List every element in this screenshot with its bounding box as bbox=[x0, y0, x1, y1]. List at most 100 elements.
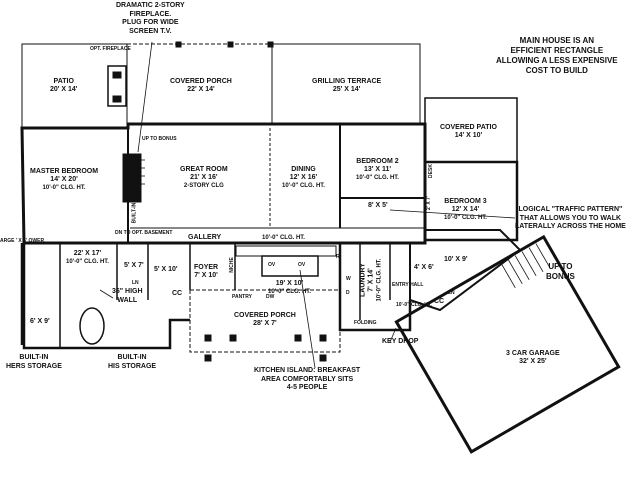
room-name: HALL bbox=[410, 282, 424, 288]
porch-column bbox=[204, 334, 212, 342]
room-folding: FOLDING bbox=[354, 320, 377, 326]
room-name: ENTRY bbox=[392, 282, 409, 288]
room-master-bedroom: MASTER BEDROOM 14' X 20' 10'-0" CLG. HT. bbox=[30, 168, 98, 192]
room-dim: 4' X 6' bbox=[414, 264, 434, 271]
room-dim: 32' X 25' bbox=[519, 358, 547, 365]
note-line: 4-5 PEOPLE bbox=[286, 384, 328, 391]
room-dim: 13' X 11' bbox=[363, 166, 392, 173]
note-line: BUILT-IN bbox=[19, 354, 49, 361]
opt-fireplace bbox=[107, 65, 127, 107]
room-dim: 22' X 17' bbox=[73, 250, 102, 257]
room-name: COVERED PATIO bbox=[440, 124, 497, 131]
garage-stairs bbox=[500, 243, 551, 289]
note-line: HERS STORAGE bbox=[6, 362, 62, 370]
note-line: LATERALLY ACROSS THE HOME bbox=[515, 223, 626, 230]
room-dim: 12' X 16' bbox=[289, 174, 318, 181]
garage-hall-height: 10'-0" CLG. HT. bbox=[396, 302, 432, 308]
room-foyer: FOYER 7' X 10' bbox=[194, 264, 218, 280]
room-closet-5x7: 5' X 7' bbox=[124, 262, 144, 270]
note-line: BUILT-IN bbox=[117, 354, 147, 361]
large-closet-label: ARGE ' X 5' OWER bbox=[0, 238, 44, 244]
room-name: MASTER BEDROOM bbox=[30, 168, 99, 175]
room-gallery: GALLERY bbox=[188, 234, 222, 241]
room-dim: 8' X 5' bbox=[368, 202, 388, 209]
room-name: FOYER bbox=[194, 264, 219, 271]
room-niche: NICHE bbox=[228, 257, 235, 273]
room-dim: 6' X 9' bbox=[30, 318, 50, 325]
room-covered-porch-rear: COVERED PORCH 22' X 14' bbox=[170, 78, 232, 94]
porch-column bbox=[319, 354, 327, 362]
note-line: 36" HIGH bbox=[112, 288, 143, 295]
room-dim: 25' X 14' bbox=[332, 86, 361, 93]
note-line: HIS STORAGE bbox=[108, 362, 157, 370]
room-dim: 22' X 14' bbox=[187, 86, 215, 93]
callout-arrows bbox=[99, 41, 516, 369]
note-line: WALL bbox=[117, 296, 138, 304]
room-height: 2-STORY CLG bbox=[183, 183, 224, 189]
room-height: 10'-0" CLG. HT. bbox=[376, 258, 383, 302]
room-closet-2x7: 2' X 7' bbox=[426, 195, 433, 211]
room-dining: DINING 12' X 16' 10'-0" CLG. HT. bbox=[282, 166, 325, 190]
up-to-bonus-callout: UP TO BONUS bbox=[546, 262, 575, 282]
porch-column bbox=[227, 41, 234, 48]
symbol-r: R bbox=[336, 254, 340, 260]
symbol-ln: LN bbox=[132, 280, 139, 286]
room-dim: 21' X 16' bbox=[190, 174, 218, 181]
note-line: SCREEN T.V. bbox=[129, 27, 172, 35]
note-line: BASEMENT bbox=[144, 230, 173, 236]
fireplace-callout: DRAMATIC 2-STORY FIREPLACE. PLUG FOR WID… bbox=[116, 2, 185, 36]
room-pantry: PANTRY bbox=[232, 294, 252, 300]
room-great-room: GREAT ROOM 21' X 16' 2-STORY CLG bbox=[180, 166, 228, 190]
wall-callout: 36" HIGH WALL bbox=[112, 288, 143, 305]
note-line: MAIN HOUSE IS AN bbox=[519, 36, 595, 45]
room-dim: 5' X 10' bbox=[154, 266, 178, 273]
gallery-height: 10'-0" CLG. HT. bbox=[262, 234, 305, 242]
porch-column bbox=[294, 334, 302, 342]
room-dim: 10' X 9' bbox=[444, 256, 468, 263]
room-dim: 7' X 10' bbox=[194, 272, 218, 279]
porch-column bbox=[204, 354, 212, 362]
hers-storage-callout: BUILT-IN HERS STORAGE bbox=[6, 354, 62, 371]
opt-fireplace-box bbox=[112, 95, 122, 103]
room-dim: 7' X 14' bbox=[367, 268, 375, 292]
note-line: UP TO bbox=[142, 136, 158, 142]
room-laundry: LAUNDRY 7' X 14' 10'-0" CLG. HT. bbox=[359, 259, 383, 302]
note-line: KITCHEN ISLAND: BREAKFAST bbox=[254, 367, 361, 374]
note-line: AREA COMFORTABLY SITS bbox=[260, 375, 354, 383]
room-height: 10'-0" CLG. HT. bbox=[42, 185, 86, 191]
room-dim: 12' X 14' bbox=[451, 206, 480, 213]
key-drop-callout: KEY DROP bbox=[382, 338, 419, 345]
room-name: GRILLING TERRACE bbox=[312, 78, 382, 85]
main-house-callout: MAIN HOUSE IS AN EFFICIENT RECTANGLE ALL… bbox=[496, 36, 618, 76]
garage-connector bbox=[409, 229, 522, 312]
stair-down-label: DN TO OPT. BASEMENT bbox=[115, 230, 172, 236]
symbol-ln: LN bbox=[448, 290, 455, 296]
opt-fireplace-box bbox=[112, 71, 122, 79]
note-line: OPT. bbox=[90, 46, 102, 52]
room-name: COVERED PORCH bbox=[234, 312, 296, 319]
room-height: 10'-0" CLG. HT. bbox=[262, 235, 305, 241]
note-line: FIREPLACE. bbox=[129, 10, 172, 18]
room-grilling-terrace: GRILLING TERRACE 25' X 14' bbox=[312, 78, 381, 94]
note-line: ARGE bbox=[0, 238, 15, 244]
bedroom3-wall bbox=[425, 160, 519, 242]
room-closet-6x9: 6' X 9' bbox=[30, 318, 50, 326]
room-covered-porch-front: COVERED PORCH 28' X 7' bbox=[234, 312, 296, 328]
room-height: 10'-0" CLG. HT. bbox=[356, 175, 399, 181]
note-line: DN TO OPT. bbox=[115, 230, 143, 236]
built-in-label: BUILT-IN bbox=[131, 202, 138, 224]
garage-outline bbox=[394, 234, 621, 454]
symbol-cc: CC bbox=[434, 298, 445, 305]
room-name: BEDROOM 3 bbox=[444, 198, 487, 205]
note-line: COST TO BUILD bbox=[525, 66, 588, 75]
kitchen-counter bbox=[235, 245, 337, 257]
opt-fireplace-label: OPT. FIREPLACE bbox=[90, 46, 131, 52]
note-line: PLUG FOR WIDE bbox=[122, 19, 179, 26]
room-name: GREAT ROOM bbox=[180, 166, 228, 173]
room-garage: 3 CAR GARAGE 32' X 25' bbox=[506, 350, 560, 366]
room-covered-patio: COVERED PATIO 14' X 10' bbox=[440, 124, 497, 140]
room-height: 10'-0" CLG. HT. bbox=[282, 183, 325, 189]
room-name: COVERED PORCH bbox=[170, 78, 232, 85]
symbol-d: D bbox=[346, 290, 350, 296]
note-line: LOGICAL "TRAFFIC PATTERN" bbox=[518, 206, 623, 213]
